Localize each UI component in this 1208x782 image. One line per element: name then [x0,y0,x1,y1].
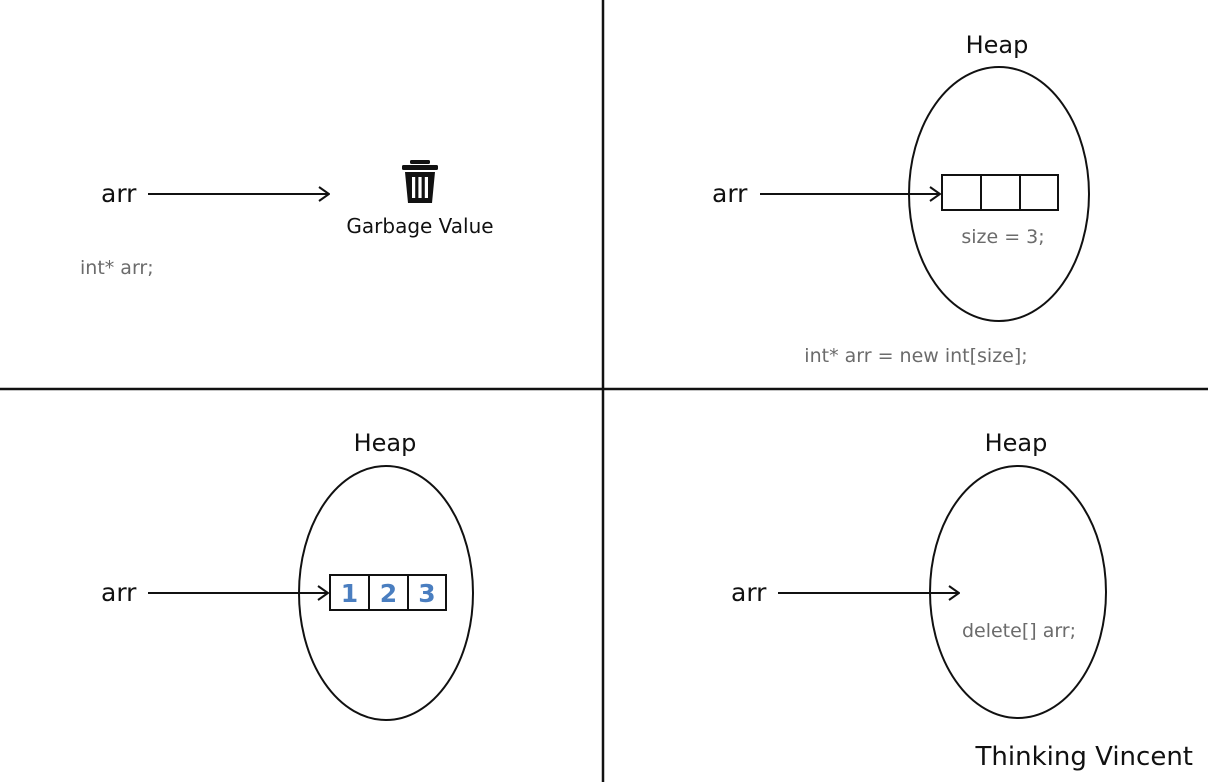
heap-label: Heap [966,31,1029,59]
heap-label: Heap [985,429,1048,457]
array-cell [1019,174,1059,211]
array-cell [941,174,982,211]
array-cell-value: 3 [418,579,435,608]
heap-label: Heap [354,429,417,457]
panel-allocation: Heap arr size = 3; int* arr = new int[si… [712,31,1090,367]
pointer-label: arr [731,578,767,607]
array-block: 1 2 3 [329,574,447,611]
panel-deallocation: Heap arr delete[] arr; [731,429,1107,719]
pointer-label: arr [101,578,137,607]
size-label: size = 3; [961,226,1044,248]
panel-declaration: arr Garbage Value int* arr; [80,160,494,279]
array-cell [980,174,1021,211]
array-block [941,174,1059,211]
code-snippet: int* arr; [80,257,154,279]
code-snippet: int* arr = new int[size]; [804,345,1027,367]
garbage-value-label: Garbage Value [346,214,493,238]
code-snippet: delete[] arr; [962,620,1076,642]
panel-assignment: Heap arr 1 2 3 [101,429,474,721]
array-cell [407,574,447,611]
pointer-label: arr [712,179,748,208]
trash-can-icon [402,160,438,203]
array-cell [368,574,409,611]
brand-watermark: Thinking Vincent [975,742,1193,772]
array-cell-value: 1 [341,579,358,608]
array-cell-value: 2 [380,579,397,608]
pointer-label: arr [101,179,137,208]
